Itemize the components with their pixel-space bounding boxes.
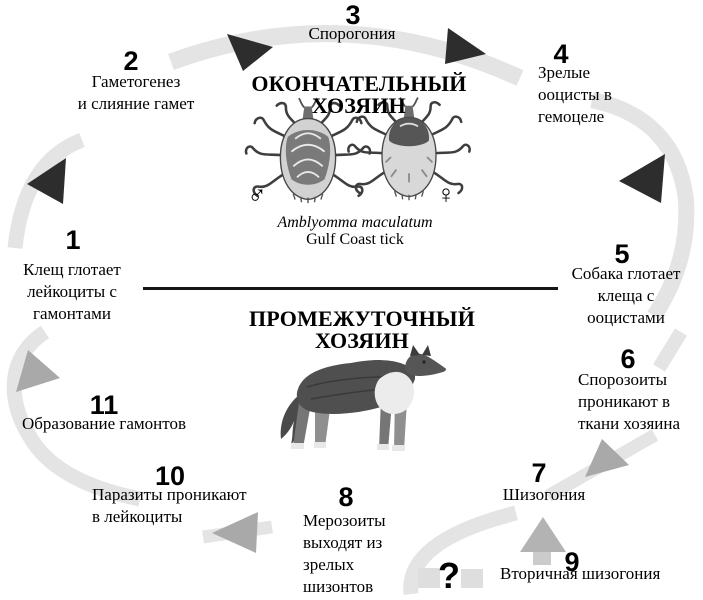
step-label-line: Образование гамонтов	[21, 414, 187, 433]
step-7-number: 7	[531, 458, 547, 488]
host-section-divider	[143, 287, 558, 290]
arrow-step6-to-step7-icon	[585, 439, 629, 477]
step-label-line: и слияние гамет	[77, 94, 195, 113]
step-label-line: ооцистами	[587, 308, 665, 327]
arrow-step1-to-step2-icon	[27, 158, 66, 204]
step-label-line: Спорогония	[308, 24, 396, 43]
step-label-line: Мерозоиты	[303, 511, 386, 530]
step-label-line: гамонтами	[33, 304, 111, 323]
arrow-step4-to-step5-icon	[619, 154, 665, 203]
step-label-line: гемоцеле	[538, 107, 605, 126]
step-3-label: Спорогония	[292, 23, 412, 45]
step-8-number: 8	[338, 482, 354, 512]
step-label-line: проникают в	[578, 392, 671, 411]
arc-band-step8-to-step7	[403, 505, 518, 595]
arrow-step2-to-step3-icon	[227, 34, 273, 71]
step-label-line: Паразиты проникают	[92, 485, 247, 504]
arrow-stem	[533, 551, 551, 565]
step-label-line: Зрелые	[538, 63, 591, 82]
step-11-number: 11	[89, 390, 119, 420]
step-label-line: Вторичная шизогония	[500, 564, 661, 583]
step-1-label: Клещ глотает лейкоциты с гамонтами	[8, 259, 136, 325]
step-10-number: 10	[154, 461, 186, 491]
arrow-step11-to-step1-icon	[16, 350, 60, 392]
step-5-label: Собака глотает клеща с ооцистами	[556, 263, 696, 329]
step-3-number: 3	[345, 0, 361, 30]
arc-band-right-fragment	[653, 328, 687, 372]
step-label-line: Шизогония	[502, 485, 586, 504]
arrow-step8-to-step10-icon	[212, 512, 258, 553]
step-label-line: Собака глотает	[571, 264, 681, 283]
arc-band-top	[168, 25, 524, 86]
tick-male-illustration	[244, 97, 372, 204]
step-8-label: Мерозоиты выходят из зрелых шизонтов	[303, 510, 413, 598]
step-label-line: Клещ глотает	[23, 260, 121, 279]
step-4-label: Зрелые ооцисты в гемоцеле	[538, 62, 648, 128]
step-4-number: 4	[553, 39, 569, 69]
step-5-number: 5	[614, 239, 630, 269]
species-common-name: Gulf Coast tick	[306, 231, 404, 248]
step-label-line: шизонтов	[303, 577, 374, 596]
step-6-label: Спорозоиты проникают в ткани хозяина	[578, 369, 700, 435]
step-10-label: Паразиты проникают в лейкоциты	[92, 484, 272, 528]
arrow-step3-to-step4-icon	[445, 28, 486, 64]
definitive-host-title: ОКОНЧАТЕЛЬНЫЙ ХОЗЯИН	[251, 71, 467, 118]
species-latin-name: Amblyomma maculatum	[277, 214, 433, 231]
step-label-line: ооцисты в	[538, 85, 612, 104]
uncertain-path-question-mark: ?	[438, 555, 460, 596]
step-9-label: Вторичная шизогония	[500, 563, 695, 585]
female-symbol: ♀	[436, 180, 456, 209]
uncertain-path-segment	[461, 569, 483, 588]
step-label-line: выходят из	[303, 533, 383, 552]
intermediate-host-title: ПРОМЕЖУТОЧНЫЙ ХОЗЯИН	[248, 306, 476, 353]
step-label-line: клеща с	[597, 286, 655, 305]
step-7-label: Шизогония	[484, 484, 604, 506]
arc-band-left-bottom	[6, 325, 142, 507]
arc-band-right	[590, 92, 695, 321]
step-label-line: зрелых	[303, 555, 355, 574]
uncertain-path-segment	[418, 568, 440, 588]
step-label-line: в лейкоциты	[92, 507, 183, 526]
male-symbol: ♂	[247, 181, 267, 210]
step-11-label: Образование гамонтов	[5, 413, 203, 435]
arrow-step9-to-step7-icon	[520, 517, 566, 565]
dog-illustration	[280, 345, 447, 451]
step-label-line: лейкоциты с	[27, 282, 117, 301]
tick-female-illustration	[347, 96, 471, 201]
step-2-number: 2	[123, 46, 139, 76]
step-2-label: Гаметогенез и слияние гамет	[60, 71, 212, 115]
step-6-number: 6	[620, 344, 636, 374]
step-1-number: 1	[65, 225, 81, 255]
step-label-line: ткани хозяина	[578, 414, 681, 433]
step-label-line: Спорозоиты	[578, 370, 668, 389]
step-label-line: Гаметогенез	[91, 72, 181, 91]
step-9-number: 9	[564, 547, 580, 577]
arrow-head	[520, 517, 566, 552]
